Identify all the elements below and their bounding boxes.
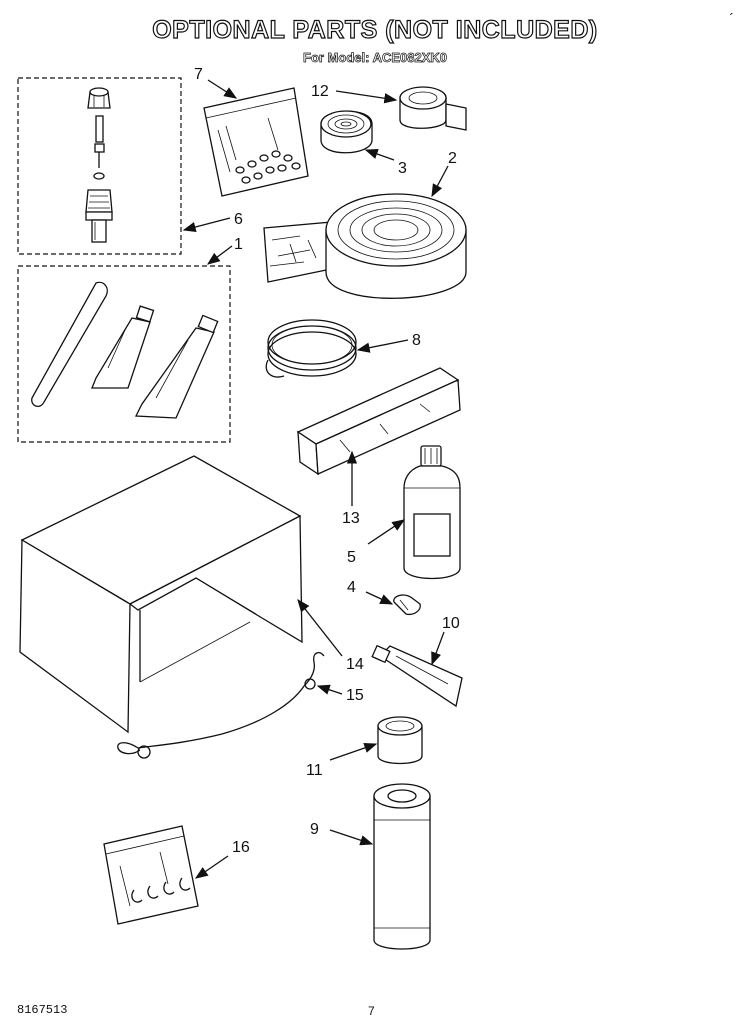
part-11-cap: [377, 716, 423, 765]
part-1-kit-box: [17, 265, 231, 443]
callout-3: 3: [398, 160, 407, 177]
callout-10: 10: [442, 615, 460, 632]
callout-11: 11: [306, 762, 323, 779]
part-9-spray-can: [373, 783, 431, 950]
callout-5: 5: [347, 549, 356, 566]
part-8-wire-coil: [265, 319, 357, 378]
callout-9: 9: [310, 821, 319, 838]
part-4-plug: [393, 594, 421, 616]
callout-4: 4: [347, 579, 356, 596]
part-7-hardware-bag: [203, 87, 309, 197]
callout-13: 13: [342, 510, 360, 527]
part-12-tape-roll: [399, 86, 467, 131]
page-title: OPTIONAL PARTS (NOT INCLUDED): [152, 15, 598, 44]
part-5-bottle: [403, 445, 461, 580]
callout-14: 14: [346, 656, 364, 673]
part-16-hardware-bag: [103, 825, 199, 925]
callout-6: 6: [234, 211, 243, 228]
part-14-cover: [19, 455, 303, 734]
callout-8: 8: [412, 332, 421, 349]
callout-12: 12: [311, 83, 329, 100]
callout-16: 16: [232, 839, 250, 856]
part-6-kit-box: [17, 77, 182, 255]
callout-2: 2: [448, 150, 457, 167]
page-number: 7: [368, 1004, 375, 1018]
part-10-tube: [371, 644, 463, 708]
leader-arrows: [182, 79, 449, 879]
part-3-tape-roll: [320, 110, 373, 154]
callout-15: 15: [346, 687, 364, 704]
part-2-insulation-roll: [263, 193, 467, 299]
document-number: 8167513: [17, 1003, 68, 1017]
corner-mark: ´: [729, 10, 734, 26]
model-line: For Model: ACE082XK0: [303, 50, 448, 66]
part-13-foam-block: [296, 367, 461, 476]
part-15-cord: [117, 651, 325, 759]
callout-1: 1: [234, 236, 243, 253]
callout-7: 7: [194, 66, 203, 83]
